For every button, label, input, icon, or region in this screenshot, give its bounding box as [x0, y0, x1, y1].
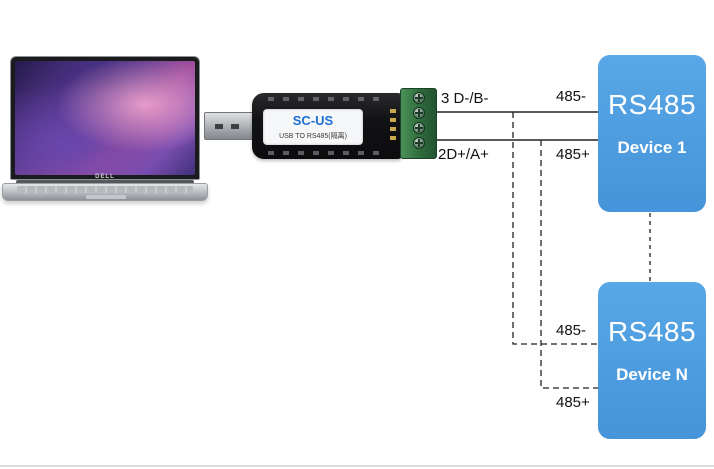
terminal-pin-label-d-plus: 2D+/A+ — [438, 146, 489, 163]
converter-model-label: SC-US — [292, 113, 334, 128]
terminal-screw — [412, 92, 425, 104]
converter-pin-markings — [268, 151, 388, 155]
converter-contact-pads — [390, 109, 396, 143]
terminal-screw — [412, 137, 425, 149]
laptop: DELL — [2, 52, 210, 201]
terminal-block — [400, 88, 437, 159]
terminal-pin-label-d-minus: 3 D-/B- — [441, 90, 489, 107]
usb-plug — [204, 112, 254, 140]
rs485-device-n: RS485 Device N — [598, 282, 706, 439]
device1-485-minus-label: 485- — [556, 88, 587, 105]
converter-description-label: USB TO RS485(隔离) — [279, 133, 347, 140]
laptop-keyboard — [17, 186, 193, 193]
converter-label-sticker: SC-US USB TO RS485(隔离) — [263, 109, 363, 145]
laptop-base — [2, 183, 208, 201]
terminal-screw — [412, 122, 425, 134]
terminal-screw — [412, 107, 425, 119]
device-name-label: Device N — [616, 365, 688, 384]
rs485-device-1: RS485 Device 1 — [598, 55, 706, 212]
table-edge-line — [0, 465, 714, 467]
usb-rs485-converter: SC-US USB TO RS485(隔离) — [252, 93, 402, 159]
laptop-hinge — [16, 180, 194, 184]
wire-bus-plus-branch — [540, 140, 599, 389]
device-protocol-label: RS485 — [607, 89, 697, 120]
device-protocol-label: RS485 — [607, 316, 697, 347]
usb-plug-hole — [231, 124, 239, 129]
laptop-screen: DELL — [10, 56, 200, 180]
device-name-label: Device 1 — [617, 138, 687, 157]
laptop-wallpaper — [15, 61, 195, 175]
deviceN-485-plus-label: 485+ — [556, 394, 590, 411]
laptop-trackpad — [86, 195, 126, 199]
device1-485-plus-label: 485+ — [556, 146, 590, 163]
usb-plug-hole — [215, 124, 223, 129]
dell-logo: DELL — [95, 174, 115, 180]
deviceN-485-minus-label: 485- — [556, 322, 587, 339]
converter-pin-markings — [268, 97, 388, 101]
